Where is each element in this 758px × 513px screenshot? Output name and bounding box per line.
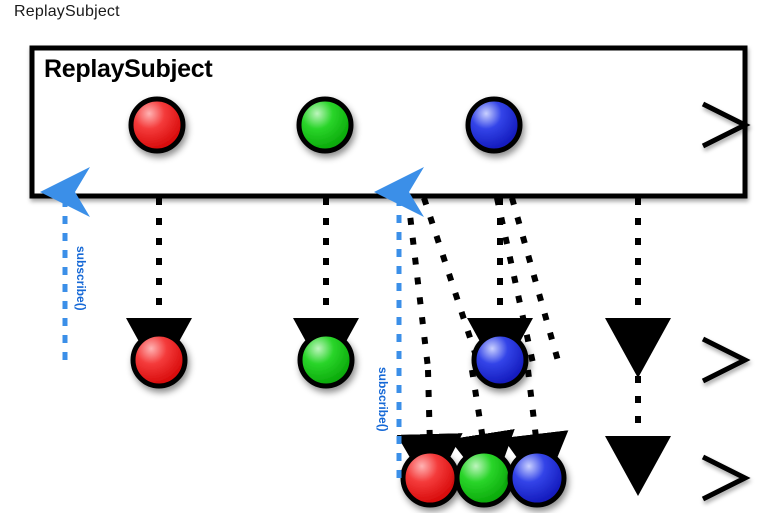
replay-blue-upper [494,197,537,369]
timeline-first-subscriber [28,331,751,389]
marble-green [297,331,355,389]
marble-blue [465,96,523,154]
timeline-source [32,96,751,154]
marble-blue [471,331,529,389]
replay-diagonals [405,197,563,369]
replay-green-upper [421,197,483,369]
marble-red [130,331,188,389]
marble-blue [507,448,567,508]
marble-green [454,448,514,508]
replay-arrows-subscriber-2 [396,369,671,496]
replay-green-to-sub2 [449,369,515,494]
timeline-arrowhead [701,336,751,384]
subscribe-label-1: subscribe() [74,246,88,311]
marble-red [400,448,460,508]
page-title: ReplaySubject [14,3,120,20]
subscribe-arrows [40,167,424,478]
marble-green [296,96,354,154]
replay-red-upper [405,197,431,369]
timeline-second-subscriber [370,448,751,508]
replaysubject-box-label: ReplaySubject [44,55,213,83]
marble-red [128,96,186,154]
subscribe-label-2: subscribe() [376,367,390,432]
replay-blue-to-sub2 [502,369,569,494]
timeline-arrowhead [701,454,751,502]
replay-red-to-sub2 [396,369,463,494]
timeline-arrowhead [701,101,751,149]
